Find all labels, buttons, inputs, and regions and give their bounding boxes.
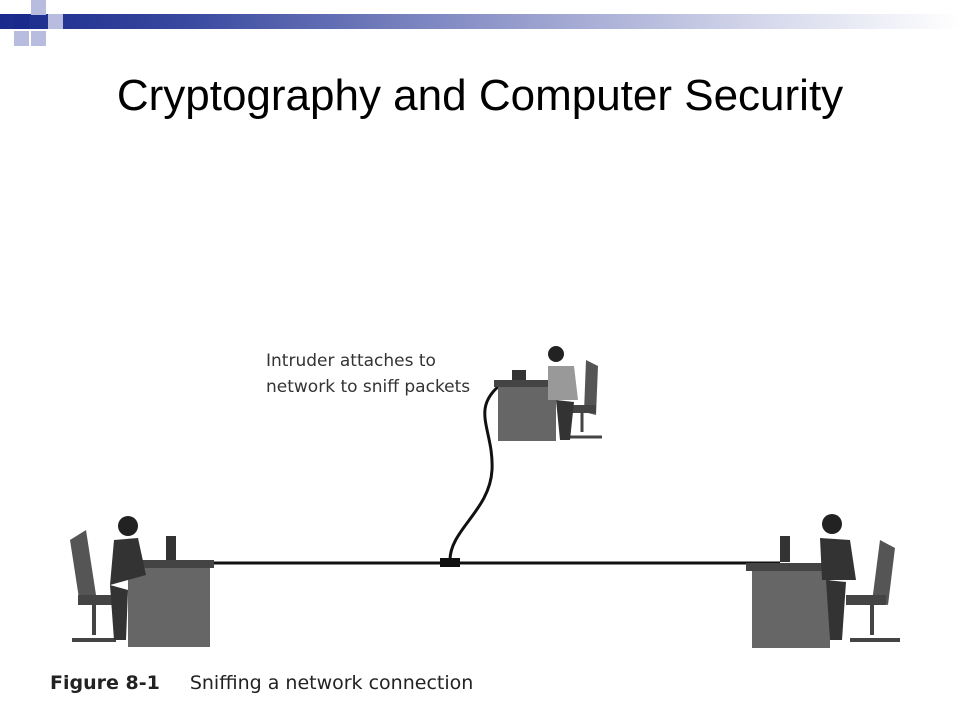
intruder-user <box>494 346 602 441</box>
intruder-cable <box>448 383 501 561</box>
banner-square-light <box>31 31 46 46</box>
banner-square-light <box>31 0 46 15</box>
slide-title: Cryptography and Computer Security <box>116 71 844 120</box>
figure-number: Figure 8-1 <box>50 672 160 694</box>
tap-connector <box>440 558 460 567</box>
banner-square-dark <box>14 14 29 29</box>
gradient-bar <box>0 14 960 29</box>
left-user <box>70 516 214 647</box>
network-sniffing-illustration <box>70 346 900 648</box>
banner-square-light <box>14 31 29 46</box>
intruder-callout: Intruder attaches to network to sniff pa… <box>266 348 470 400</box>
header-banner <box>0 0 960 56</box>
right-user <box>746 514 900 648</box>
callout-line-2: network to sniff packets <box>266 377 471 397</box>
banner-square-light <box>48 14 63 29</box>
figure-caption-text: Sniffing a network connection <box>189 672 474 694</box>
callout-line-1: Intruder attaches to <box>266 351 436 371</box>
figure-caption: Figure 8-1 Sniffing a network connection <box>50 672 473 694</box>
